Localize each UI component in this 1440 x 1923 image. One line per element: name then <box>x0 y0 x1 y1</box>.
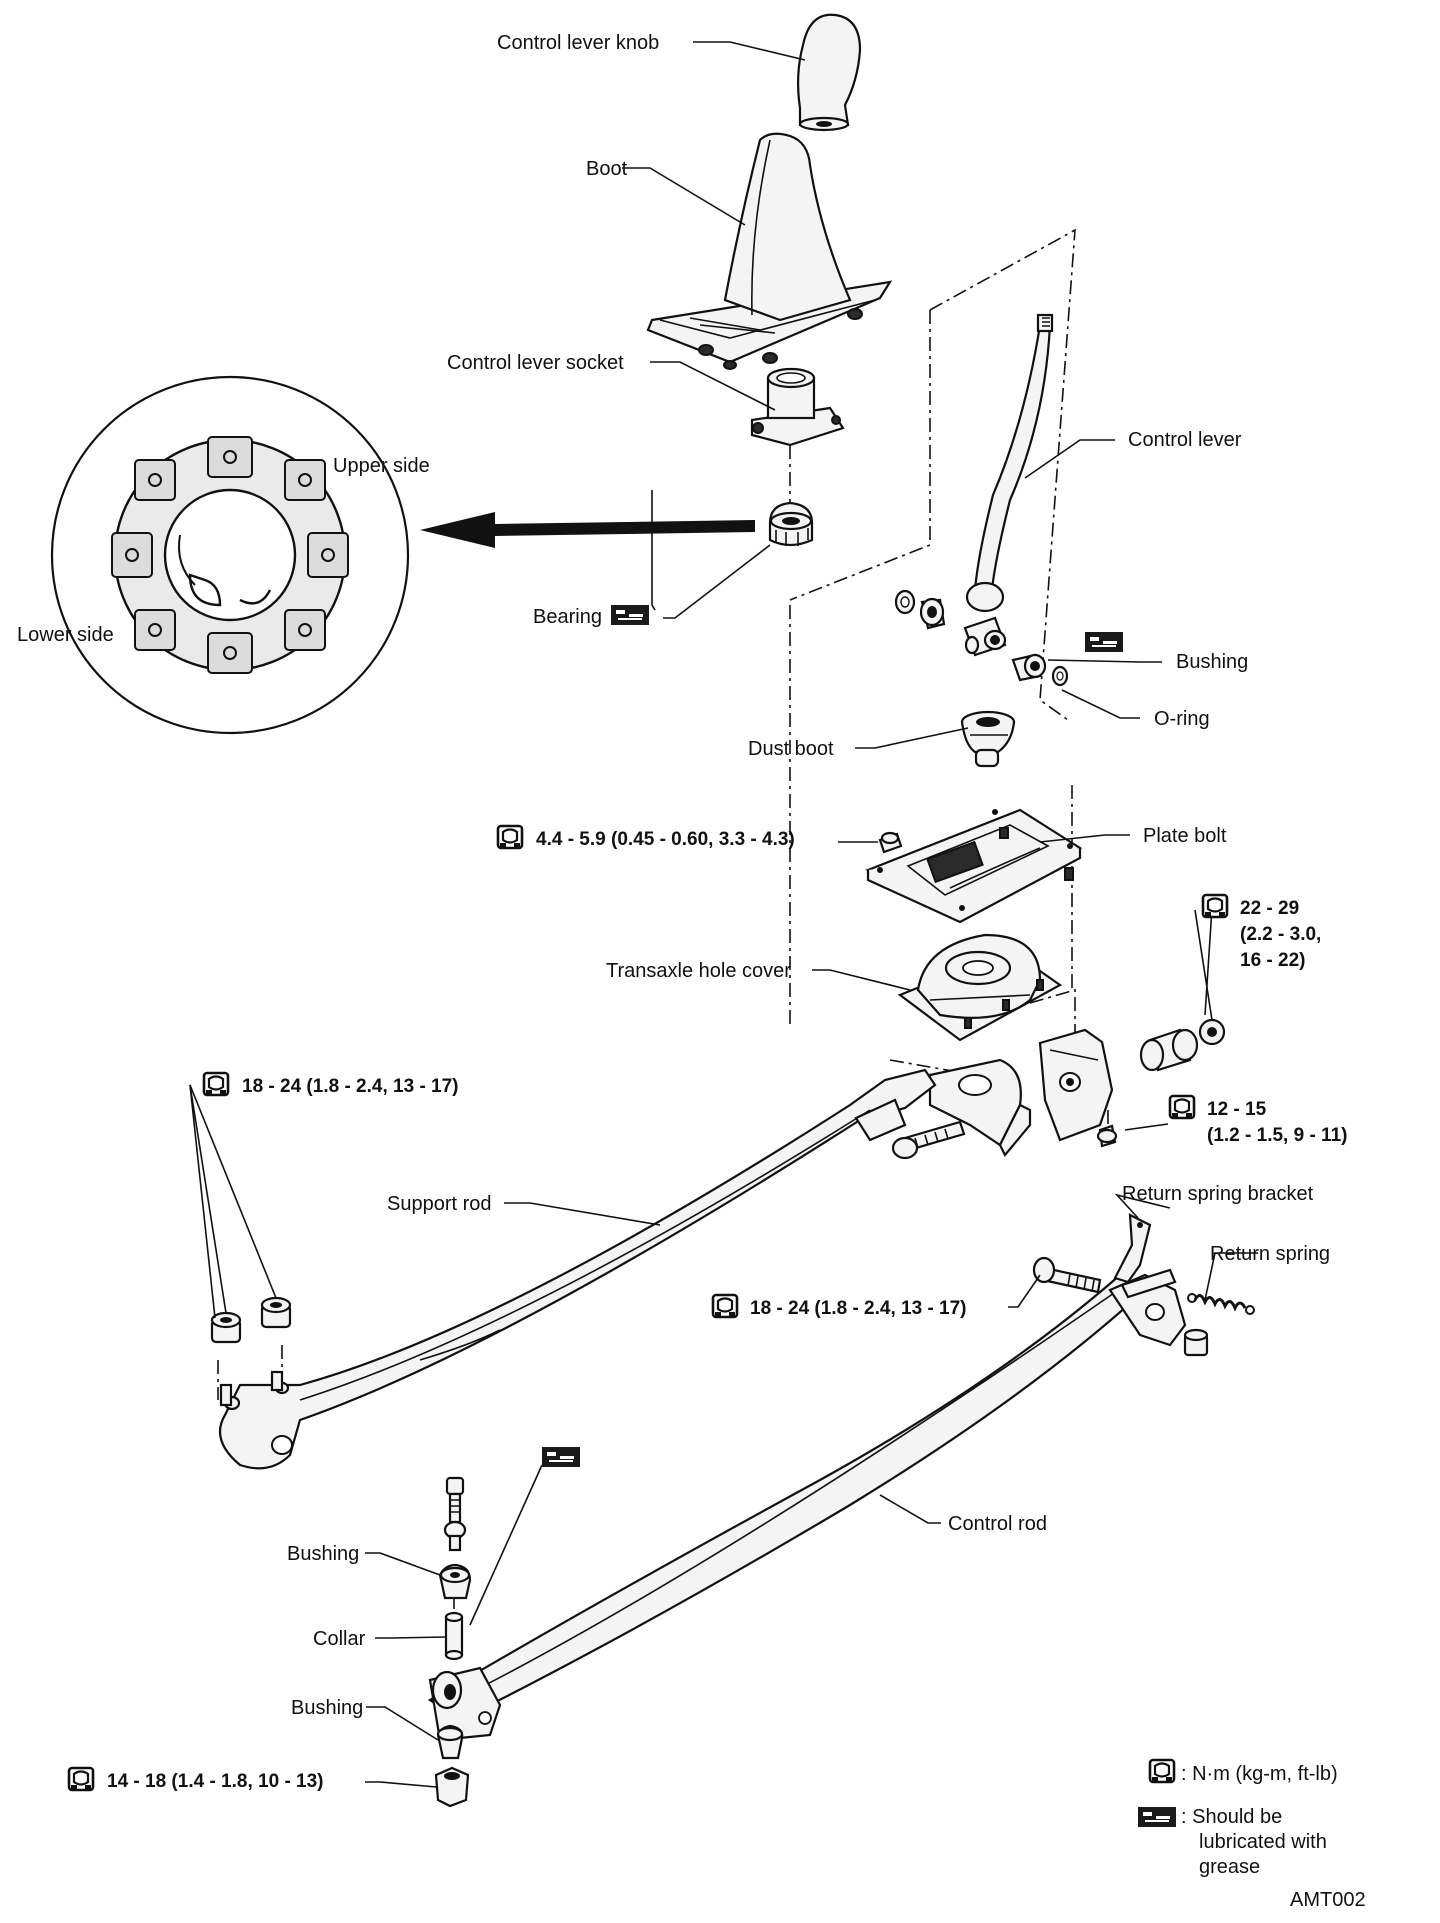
label-upper-side: Upper side <box>333 455 430 477</box>
label-control-lever: Control lever <box>1128 429 1242 451</box>
label-plate-bolt: Plate bolt <box>1143 825 1227 847</box>
label-control-lever-knob: Control lever knob <box>497 32 659 54</box>
figure-code: AMT002 <box>1290 1889 1366 1911</box>
detail-arrow <box>420 512 755 548</box>
label-transaxle-hole-cover: Transaxle hole cover <box>606 960 791 982</box>
label-bushing-lower: Bushing <box>291 1697 363 1719</box>
torque-wrench-icon <box>202 1071 230 1098</box>
bearing-detail-view <box>50 375 410 735</box>
control-rod-end <box>428 1666 502 1742</box>
torque-bracket-nut-line2: (2.2 - 3.0, <box>1240 924 1321 945</box>
torque-bracket-bolt-line1: 12 - 15 <box>1207 1099 1267 1120</box>
grease-icon <box>1138 1807 1176 1827</box>
torque-bottom-nut: 14 - 18 (1.4 - 1.8, 10 - 13) <box>107 1771 324 1792</box>
control-lever-knob <box>796 13 862 132</box>
plate <box>865 808 1083 924</box>
label-return-spring: Return spring <box>1210 1243 1330 1265</box>
torque-wrench-icon <box>1201 893 1229 920</box>
bracket-bushing <box>1139 1018 1226 1072</box>
torque-wrench-icon <box>1148 1758 1176 1785</box>
legend-grease-line2: lubricated with <box>1199 1831 1327 1853</box>
label-o-ring: O-ring <box>1154 708 1210 730</box>
lever-bushings <box>894 589 1069 687</box>
torque-wrench-icon <box>67 1766 95 1793</box>
leader-lines <box>189 41 1258 1788</box>
control-rod <box>427 1268 1187 1722</box>
legend-torque-units: : N·m (kg-m, ft-lb) <box>1181 1763 1338 1785</box>
torque-wrench-icon <box>496 824 524 851</box>
torque-bracket-bolt-line2: (1.2 - 1.5, 9 - 11) <box>1207 1125 1347 1146</box>
label-boot: Boot <box>586 158 628 180</box>
part-labels: Control lever knob Boot Control lever so… <box>17 32 1330 1719</box>
control-rod-nut <box>1183 1328 1209 1357</box>
label-bearing: Bearing <box>533 606 602 628</box>
plate-bolt <box>878 831 903 854</box>
label-collar: Collar <box>313 1628 366 1650</box>
grease-icon <box>542 1447 580 1467</box>
torque-specs: 4.4 - 5.9 (0.45 - 0.60, 3.3 - 4.3) 22 - … <box>67 824 1347 1793</box>
torque-support-nuts: 18 - 24 (1.8 - 2.4, 13 - 17) <box>242 1076 459 1097</box>
legend-grease-line1: : Should be <box>1181 1806 1282 1828</box>
legend-grease-line3: grease <box>1199 1856 1260 1878</box>
control-lever <box>963 313 1054 657</box>
shift-bracket <box>928 1058 1032 1157</box>
label-bushing-lever: Bushing <box>1176 651 1248 673</box>
label-return-spring-bracket: Return spring bracket <box>1122 1183 1314 1205</box>
grease-icon <box>1085 632 1123 652</box>
label-control-lever-socket: Control lever socket <box>447 352 624 374</box>
dust-boot <box>960 710 1016 768</box>
control-rod-bolt <box>1032 1256 1102 1294</box>
boot <box>646 132 893 370</box>
torque-bracket-nut-line3: 16 - 22) <box>1240 950 1305 971</box>
label-control-rod: Control rod <box>948 1513 1047 1535</box>
transaxle-hole-cover <box>897 933 1063 1042</box>
lower-bolt <box>443 1476 467 1552</box>
torque-bracket-nut-line1: 22 - 29 <box>1240 898 1299 919</box>
label-dust-boot: Dust boot <box>748 738 834 760</box>
bearing <box>768 501 814 547</box>
return-spring <box>1187 1293 1255 1315</box>
bracket-bolt <box>891 1120 966 1160</box>
label-bushing-upper: Bushing <box>287 1543 359 1565</box>
support-rod <box>218 1068 937 1470</box>
torque-plate-bolt: 4.4 - 5.9 (0.45 - 0.60, 3.3 - 4.3) <box>536 829 795 850</box>
torque-control-rod-bolt: 18 - 24 (1.8 - 2.4, 13 - 17) <box>750 1298 967 1319</box>
torque-wrench-icon <box>711 1293 739 1320</box>
legend: : N·m (kg-m, ft-lb) : Should be lubricat… <box>1138 1758 1366 1911</box>
torque-wrench-icon <box>1168 1094 1196 1121</box>
mount-bracket <box>1038 1028 1118 1148</box>
lower-nut <box>434 1766 470 1808</box>
upper-bushing <box>438 1563 472 1600</box>
label-lower-side: Lower side <box>17 624 114 646</box>
grease-marks <box>542 605 1123 1467</box>
grease-icon <box>611 605 649 625</box>
return-spring-bracket <box>1113 1213 1152 1284</box>
collar <box>444 1611 464 1661</box>
control-lever-socket <box>750 367 845 447</box>
label-support-rod: Support rod <box>387 1193 492 1215</box>
lower-bushing <box>436 1724 464 1760</box>
